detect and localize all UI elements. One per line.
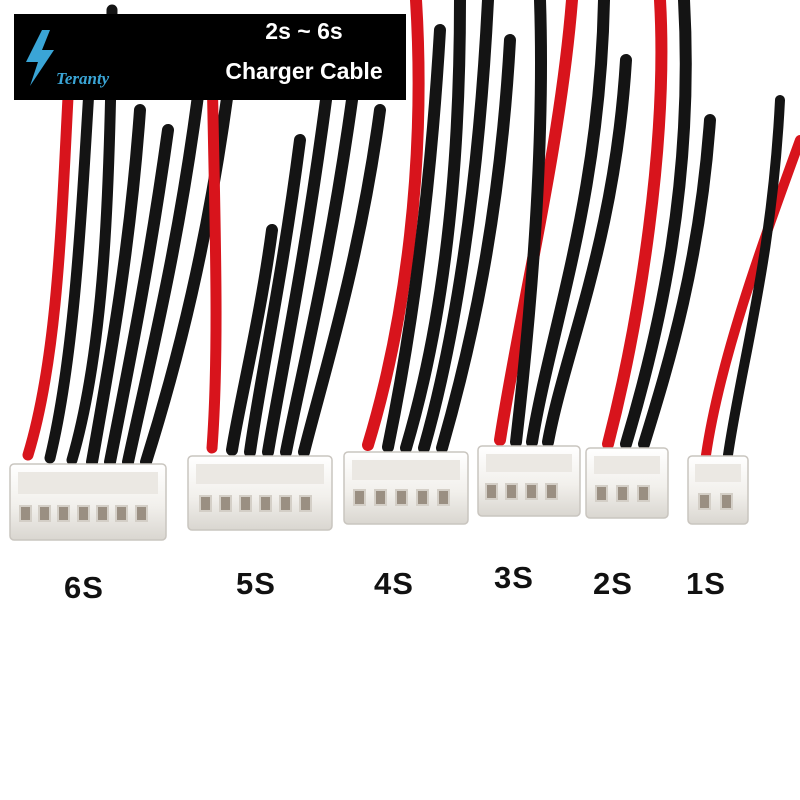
- connector-5s: [187, 455, 333, 531]
- connector-3s: [477, 445, 581, 517]
- connector-label-6s: 6S: [64, 570, 104, 605]
- banner-title-product: Charger Cable: [225, 58, 383, 84]
- connector-2s: [585, 447, 669, 519]
- connector-4s-pins: [353, 489, 450, 506]
- lightning-logo-icon: [26, 30, 54, 86]
- connector-label-4s: 4S: [374, 566, 414, 601]
- wire-bundle-1s: [701, 95, 800, 460]
- connector-6s-pins: [19, 505, 148, 522]
- wire-bundle-4s: [362, 0, 516, 454]
- banner-title-range: 2s ~ 6s: [265, 18, 343, 44]
- connector-4s: [343, 451, 469, 525]
- connector-1s-pins: [698, 493, 733, 510]
- title-banner: Teranty 2s ~ 6s Charger Cable: [14, 14, 406, 100]
- wire-bundle-3s: [494, 0, 632, 448]
- connector-2s-pins: [595, 485, 650, 502]
- connector-3s-pins: [485, 483, 558, 500]
- connector-label-2s: 2S: [593, 566, 633, 601]
- connector-label-1s: 1S: [686, 566, 726, 601]
- connector-1s: [687, 455, 749, 525]
- brand-name: Teranty: [56, 69, 110, 88]
- wire-bundle-2s: [602, 0, 716, 450]
- wire-bundle-5s: [206, 54, 386, 458]
- connector-label-3s: 3S: [494, 560, 534, 595]
- connector-5s-pins: [199, 495, 312, 512]
- connector-label-5s: 5S: [236, 566, 276, 601]
- connector-6s: [9, 463, 167, 541]
